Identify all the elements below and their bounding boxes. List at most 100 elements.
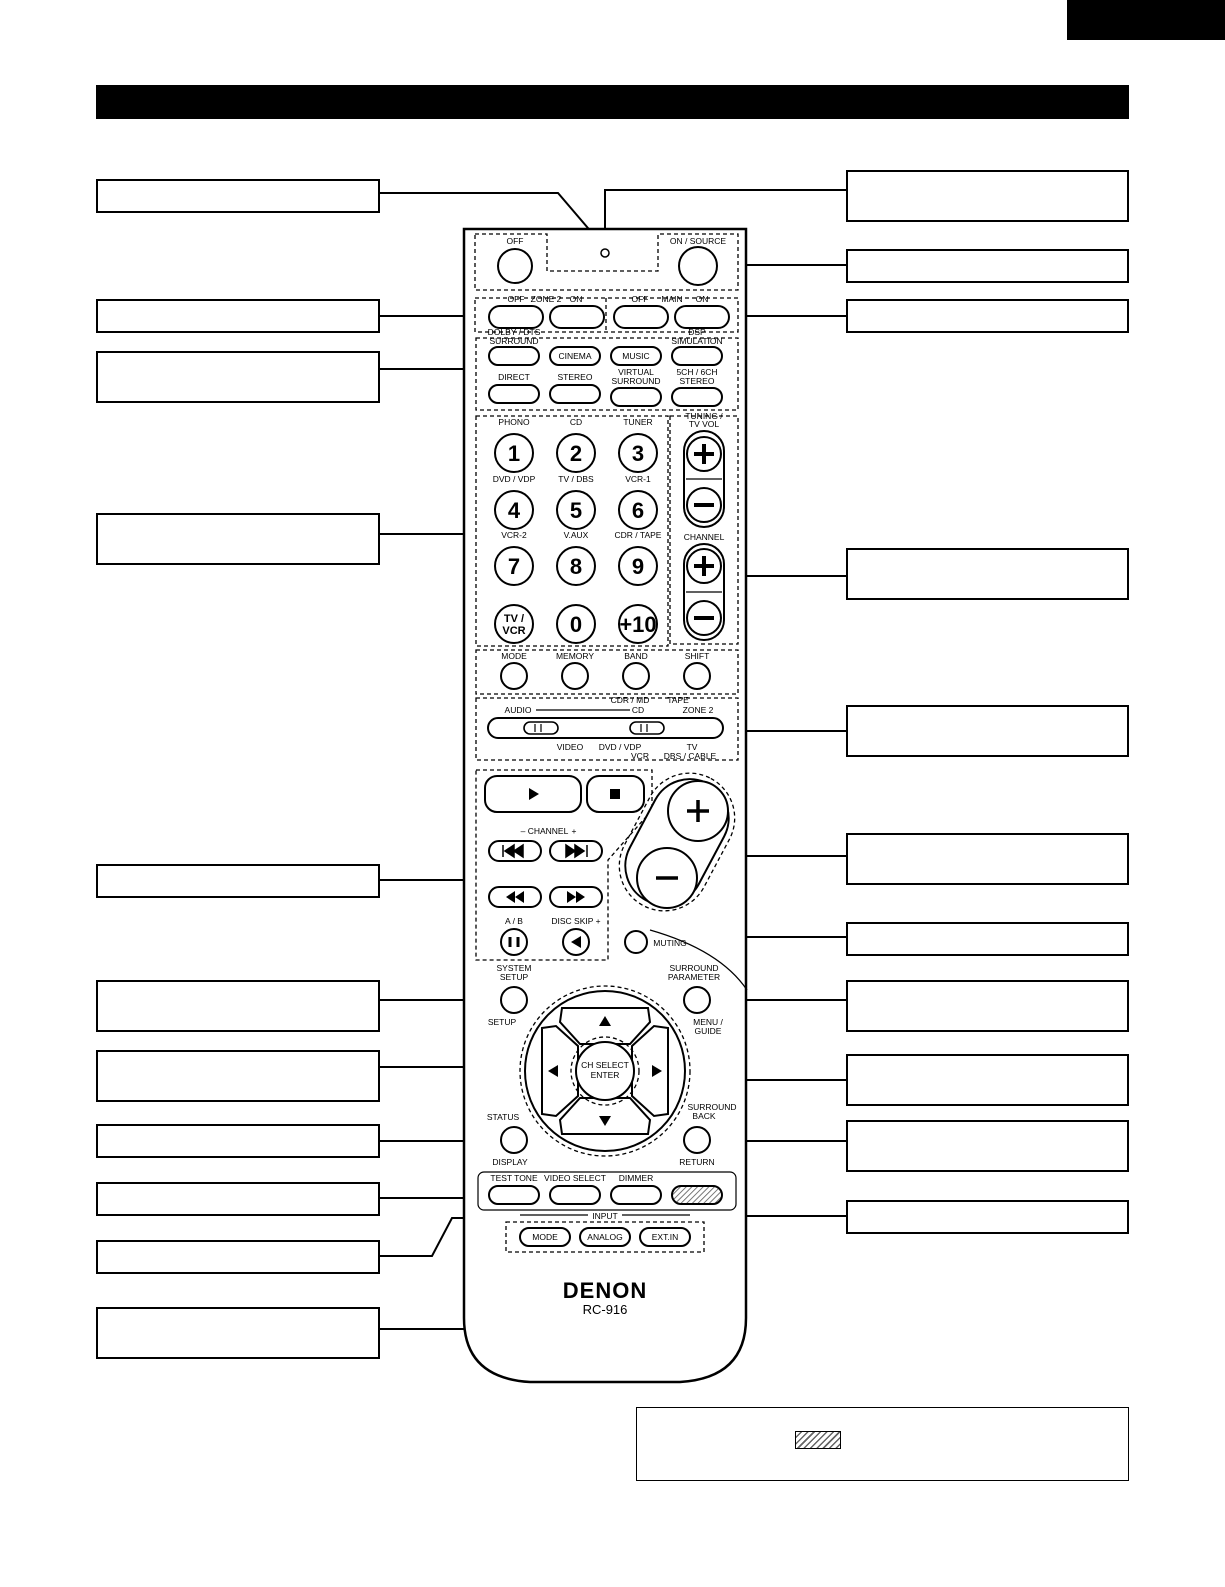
key-label-3: TUNER <box>623 417 652 427</box>
left-arrow-icon <box>548 1065 558 1077</box>
main-on-button[interactable] <box>674 305 730 329</box>
system-setup-button[interactable] <box>500 986 528 1014</box>
key-label-1: PHONO <box>498 417 530 427</box>
selector-tape-label: TAPE <box>667 695 689 705</box>
selector-video-label: VIDEO <box>557 742 584 752</box>
keypad-group-border <box>475 415 669 647</box>
key-digit-12: +10 <box>619 612 656 637</box>
surround-back-button[interactable] <box>683 1126 711 1154</box>
number-key-11[interactable] <box>556 604 596 644</box>
number-key-4[interactable] <box>494 490 534 530</box>
main-off-button[interactable] <box>613 305 669 329</box>
main-off-label: OFF <box>632 294 649 304</box>
muting-button[interactable] <box>624 930 648 954</box>
tuning-group-border <box>669 415 739 645</box>
key-label-7: VCR-2 <box>501 530 527 540</box>
ch-stereo-label-1: 5CH / 6CH <box>676 367 717 377</box>
dolby-dts-label-2: SURROUND <box>489 336 538 346</box>
dimmer-button[interactable] <box>610 1185 662 1205</box>
callout-left-1 <box>96 179 380 213</box>
system-setup-label-2: SETUP <box>500 972 529 982</box>
muting-label: MUTING <box>653 938 687 948</box>
zone2-on-button[interactable] <box>549 305 605 329</box>
number-key-9[interactable] <box>618 546 658 586</box>
status-button[interactable] <box>500 1126 528 1154</box>
volume-group-border <box>618 772 736 912</box>
number-key-5[interactable] <box>556 490 596 530</box>
selector-zone2-label: ZONE 2 <box>683 705 714 715</box>
off-button[interactable] <box>497 248 533 284</box>
input-label-3: EXT.IN <box>652 1232 678 1242</box>
number-key-8[interactable] <box>556 546 596 586</box>
callout-right-2 <box>846 249 1129 283</box>
key-label-5: TV / DBS <box>558 474 594 484</box>
number-key-3[interactable] <box>618 433 658 473</box>
selector-audio-label: AUDIO <box>505 705 532 715</box>
on-source-button[interactable] <box>678 246 718 286</box>
dsp-label-2: SIMULATION <box>671 336 722 346</box>
dsp-simulation-button[interactable] <box>671 346 723 366</box>
callout-left-2 <box>96 299 380 333</box>
play-icon <box>529 788 539 800</box>
ch-select-label: CH SELECT <box>581 1060 629 1070</box>
callout-left-9 <box>96 1182 380 1216</box>
direct-button[interactable] <box>488 384 540 404</box>
key-label-8: V.AUX <box>564 530 589 540</box>
enter-label: ENTER <box>591 1070 620 1080</box>
pause-icon <box>508 937 520 947</box>
zone2-off-button[interactable] <box>488 305 544 329</box>
menu-guide-label-2: GUIDE <box>695 1026 722 1036</box>
up-arrow-icon <box>599 1016 611 1026</box>
input-button-3[interactable] <box>639 1227 691 1247</box>
pause-button[interactable] <box>500 928 528 956</box>
ch-stereo-button[interactable] <box>671 387 723 407</box>
input-button-2[interactable] <box>579 1227 631 1247</box>
function-button-1[interactable] <box>500 662 528 690</box>
shaded-unused-button <box>671 1185 723 1205</box>
input-button-1[interactable] <box>519 1227 571 1247</box>
dolby-dts-button[interactable] <box>488 346 540 366</box>
volume-up-icon <box>687 800 709 822</box>
off-label: OFF <box>507 236 524 246</box>
number-key-10[interactable] <box>494 604 534 644</box>
channel-plus-icon <box>694 556 714 576</box>
key-digit-4: 4 <box>508 498 521 523</box>
callout-right-1 <box>846 170 1129 222</box>
surround-parameter-button[interactable] <box>683 986 711 1014</box>
test-tone-button[interactable] <box>488 1185 540 1205</box>
function-label-4: SHIFT <box>685 651 710 661</box>
main-name-label: MAIN <box>661 294 682 304</box>
function-group-border <box>475 649 739 695</box>
key-digit-3: 3 <box>632 441 644 466</box>
number-key-1[interactable] <box>494 433 534 473</box>
stop-icon <box>610 789 620 799</box>
key-label-4: DVD / VDP <box>493 474 536 484</box>
number-key-2[interactable] <box>556 433 596 473</box>
dpad-right-button[interactable] <box>631 1024 669 1118</box>
system-setup-label-1: SYSTEM <box>497 963 532 973</box>
function-button-2[interactable] <box>561 662 589 690</box>
callout-left-10 <box>96 1240 380 1274</box>
muting-arc <box>649 929 748 991</box>
function-button-3[interactable] <box>622 662 650 690</box>
skip-forward-icon <box>565 843 588 859</box>
number-key-7[interactable] <box>494 546 534 586</box>
function-button-4[interactable] <box>683 662 711 690</box>
music-label: MUSIC <box>622 351 649 361</box>
number-key-12[interactable] <box>618 604 658 644</box>
dpad-left-button[interactable] <box>541 1024 579 1118</box>
key-digit-11: 0 <box>570 612 582 637</box>
dimmer-label: DIMMER <box>619 1173 653 1183</box>
ch-select-enter-button[interactable] <box>575 1041 635 1101</box>
music-button[interactable] <box>610 346 662 366</box>
disc-skip-icon <box>571 936 581 948</box>
dolby-dts-label-1: DOLBY / DTS <box>488 327 541 337</box>
number-key-6[interactable] <box>618 490 658 530</box>
selector-dvd-vdp-label: DVD / VDP <box>599 742 642 752</box>
key-digit-8: 8 <box>570 554 582 579</box>
stereo-button[interactable] <box>549 384 601 404</box>
cinema-button[interactable] <box>549 346 601 366</box>
virtual-surround-button[interactable] <box>610 387 662 407</box>
video-select-button[interactable] <box>549 1185 601 1205</box>
